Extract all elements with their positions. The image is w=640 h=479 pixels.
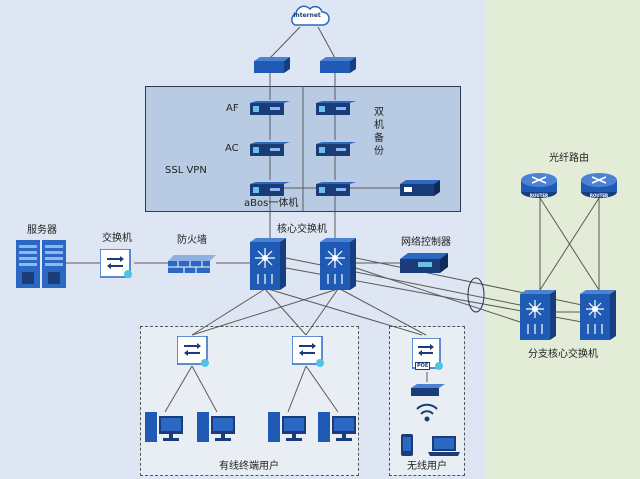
af-label: AF [226, 103, 239, 114]
abos-appliance-icon [400, 180, 440, 196]
fiber-router-label: 光纤路由 [549, 153, 589, 164]
server-label: 服务器 [27, 225, 57, 236]
ssl-vpn-device-right-icon [316, 181, 356, 196]
phone-icon [401, 434, 413, 456]
switch-label: 交换机 [102, 233, 132, 244]
pc-4-icon [318, 412, 358, 444]
abos-label: aBos一体机 [244, 198, 299, 209]
network-controller-label: 网络控制器 [401, 237, 451, 248]
branch-core-switch-label: 分支核心交换机 [528, 349, 598, 360]
server-rack-icon [16, 240, 66, 288]
edge-switch-left-icon [252, 57, 290, 73]
pc-3-icon [268, 412, 308, 444]
fiber-router-right-icon [580, 171, 618, 199]
af-device-left-icon [250, 100, 290, 115]
laptop-icon [428, 436, 460, 456]
ssl-vpn-device-left-icon [250, 181, 290, 196]
pc-2-icon [197, 412, 237, 444]
fiber-router-left-icon [520, 171, 558, 199]
access-point-icon [411, 381, 445, 396]
internet-cloud-icon [287, 3, 331, 29]
core-switch-left-icon [250, 238, 286, 290]
core-switch-right-icon [320, 238, 356, 290]
branch-core-switch-right-icon [580, 290, 616, 340]
firewall-label: 防火墙 [177, 235, 207, 246]
ac-device-left-icon [250, 141, 290, 156]
router-label-left: ROUTER [529, 193, 549, 198]
branch-core-switch-left-icon [520, 290, 556, 340]
wireless-users-label: 无线用户 [407, 461, 447, 472]
router-label-right: ROUTER [589, 193, 609, 198]
ssl-vpn-label: SSL VPN [165, 165, 207, 176]
network-controller-icon [400, 253, 448, 273]
af-device-right-icon [316, 100, 356, 115]
branch-zone-background [485, 0, 640, 479]
access-switch-right-icon [291, 335, 326, 368]
edge-switch-right-icon [318, 57, 356, 73]
poe-label: POE [415, 362, 431, 370]
core-switch-label: 核心交换机 [277, 224, 327, 235]
firewall-icon [168, 255, 216, 273]
ac-label: AC [225, 143, 239, 154]
pc-1-icon [145, 412, 185, 444]
ac-device-right-icon [316, 141, 356, 156]
dual-backup-label: 双机备份 [374, 107, 384, 157]
access-switch-left-icon [176, 335, 211, 368]
switch-icon [99, 248, 134, 279]
internet-label: Internet [293, 12, 321, 19]
wired-users-label: 有线终端用户 [219, 461, 279, 472]
